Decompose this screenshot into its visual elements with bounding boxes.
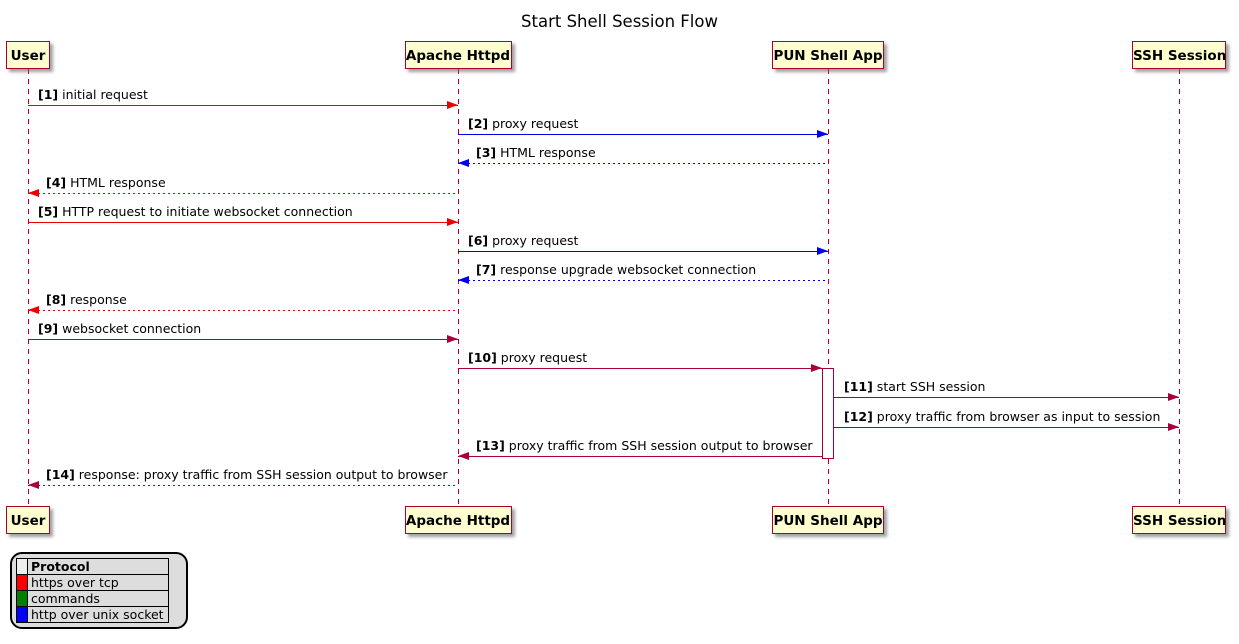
legend-label-unix: http over unix socket [27, 606, 169, 623]
participant-box-pun-bottom: PUN Shell App [772, 506, 884, 534]
message-text-3: HTML response [496, 145, 596, 160]
message-arrowhead-11 [1168, 393, 1179, 401]
legend-row-https: https over tcp [16, 574, 169, 591]
message-label-5: [5] HTTP request to initiate websocket c… [38, 204, 353, 220]
message-arrow-10 [458, 368, 822, 369]
message-arrowhead-4 [28, 189, 39, 197]
message-seq-5: [5] [38, 204, 59, 219]
message-label-12: [12] proxy traffic from browser as input… [844, 409, 1160, 425]
message-arrowhead-6 [817, 247, 828, 255]
legend-header-row: Protocol [16, 558, 169, 575]
message-text-7: response upgrade websocket connection [496, 262, 757, 277]
message-label-9: [9] websocket connection [38, 321, 201, 337]
message-arrow-5 [28, 222, 458, 223]
legend-title: Protocol [27, 558, 169, 575]
message-seq-3: [3] [476, 145, 497, 160]
message-text-5: HTTP request to initiate websocket conne… [58, 204, 353, 219]
message-arrow-3 [458, 163, 828, 165]
participant-box-ssh-bottom: SSH Session [1132, 506, 1226, 534]
message-text-4: HTML response [66, 175, 166, 190]
message-seq-1: [1] [38, 87, 59, 102]
message-arrowhead-10 [811, 364, 822, 372]
message-arrowhead-8 [28, 306, 39, 314]
message-arrow-12 [834, 427, 1179, 428]
legend-header-swatch [16, 558, 28, 575]
message-arrowhead-5 [447, 218, 458, 226]
message-arrow-13 [458, 456, 822, 457]
message-text-9: websocket connection [58, 321, 202, 336]
lifeline-ssh [1179, 69, 1180, 506]
message-arrow-4 [28, 193, 458, 195]
message-label-4: [4] HTML response [46, 175, 166, 191]
lifeline-pun [828, 69, 829, 506]
message-label-11: [11] start SSH session [844, 379, 985, 395]
message-arrow-9 [28, 339, 458, 340]
legend-swatch-red [16, 574, 28, 591]
message-text-8: response [66, 292, 127, 307]
message-arrow-1 [28, 105, 458, 106]
message-label-1: [1] initial request [38, 87, 148, 103]
participant-box-apache-bottom: Apache Httpd [404, 506, 512, 534]
message-arrowhead-3 [458, 159, 469, 167]
message-label-6: [6] proxy request [468, 233, 578, 249]
message-seq-13: [13] [476, 438, 505, 453]
message-label-7: [7] response upgrade websocket connectio… [476, 262, 756, 278]
message-label-2: [2] proxy request [468, 116, 578, 132]
message-label-8: [8] response [46, 292, 127, 308]
participant-box-ssh-top: SSH Session [1132, 41, 1226, 69]
message-arrowhead-2 [817, 130, 828, 138]
lifeline-user [28, 69, 29, 506]
message-seq-12: [12] [844, 409, 873, 424]
message-arrow-14 [28, 485, 458, 487]
message-arrow-8 [28, 310, 458, 312]
message-seq-10: [10] [468, 350, 497, 365]
message-text-12: proxy traffic from browser as input to s… [872, 409, 1161, 424]
legend-swatch-blue [16, 606, 28, 623]
diagram-title: Start Shell Session Flow [521, 12, 718, 31]
legend-row-commands: commands [16, 590, 169, 607]
participant-box-user-top: User [6, 41, 50, 69]
message-arrowhead-1 [447, 101, 458, 109]
message-arrowhead-13 [458, 452, 469, 460]
message-text-11: start SSH session [872, 379, 986, 394]
message-arrowhead-9 [447, 335, 458, 343]
message-arrowhead-14 [28, 481, 39, 489]
legend: Protocol https over tcp commands http ov… [10, 552, 188, 629]
activation-bar-pun [822, 368, 834, 459]
message-text-1: initial request [58, 87, 148, 102]
message-seq-7: [7] [476, 262, 497, 277]
message-text-2: proxy request [488, 116, 579, 131]
participant-box-pun-top: PUN Shell App [772, 41, 884, 69]
message-arrow-7 [458, 280, 828, 282]
message-label-13: [13] proxy traffic from SSH session outp… [476, 438, 813, 454]
message-text-14: response: proxy traffic from SSH session… [74, 467, 448, 482]
message-arrowhead-7 [458, 276, 469, 284]
message-arrowhead-12 [1168, 423, 1179, 431]
message-text-6: proxy request [488, 233, 579, 248]
message-seq-11: [11] [844, 379, 873, 394]
participant-box-apache-top: Apache Httpd [404, 41, 512, 69]
message-seq-8: [8] [46, 292, 67, 307]
message-label-10: [10] proxy request [468, 350, 587, 366]
message-seq-2: [2] [468, 116, 489, 131]
message-seq-4: [4] [46, 175, 67, 190]
message-label-14: [14] response: proxy traffic from SSH se… [46, 467, 448, 483]
lifeline-apache [458, 69, 459, 506]
message-seq-6: [6] [468, 233, 489, 248]
message-arrow-2 [458, 134, 828, 135]
message-text-10: proxy request [496, 350, 588, 365]
message-arrow-6 [458, 251, 828, 252]
message-label-3: [3] HTML response [476, 145, 596, 161]
legend-label-commands: commands [27, 590, 169, 607]
legend-table: Protocol https over tcp commands http ov… [16, 558, 169, 623]
legend-row-unix: http over unix socket [16, 606, 169, 623]
legend-swatch-green [16, 590, 28, 607]
participant-box-user-bottom: User [6, 506, 50, 534]
message-text-13: proxy traffic from SSH session output to… [504, 438, 813, 453]
message-seq-14: [14] [46, 467, 75, 482]
legend-label-https: https over tcp [27, 574, 169, 591]
message-seq-9: [9] [38, 321, 59, 336]
message-arrow-11 [834, 397, 1179, 398]
